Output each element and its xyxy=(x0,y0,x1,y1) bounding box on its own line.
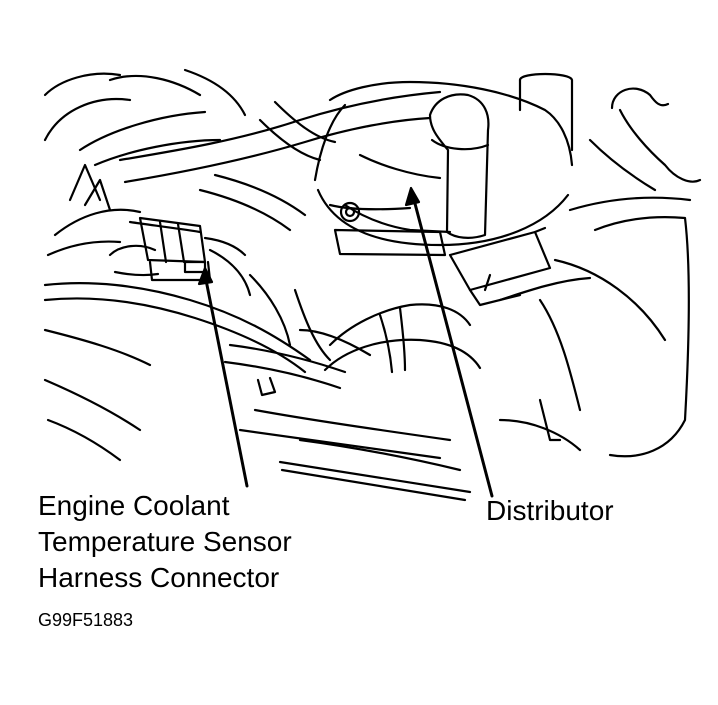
distributor-callout: Distributor xyxy=(486,495,614,526)
distributor-leader-line xyxy=(404,186,494,498)
upper-right-post xyxy=(518,72,574,152)
ect-callout-line-3: Harness Connector xyxy=(38,562,280,593)
distributor-body xyxy=(313,80,574,257)
distributor-outlet-tube xyxy=(428,93,490,239)
ect-connector-callout: Engine Coolant Temperature Sensor Harnes… xyxy=(38,488,292,596)
lower-hoses xyxy=(43,273,372,462)
figure-id: G99F51883 xyxy=(38,610,134,630)
right-connector xyxy=(448,226,592,307)
upper-left-hoses xyxy=(43,68,247,257)
wiring-harness xyxy=(118,90,442,232)
ect-callout-line-2: Temperature Sensor xyxy=(38,526,292,557)
lower-main-pipe xyxy=(223,303,582,472)
upper-right-clip xyxy=(588,87,702,192)
ect-callout-line-1: Engine Coolant xyxy=(38,490,230,521)
lower-right-engine xyxy=(538,196,692,458)
bottom-rails xyxy=(278,460,472,502)
ect-leader-line xyxy=(197,266,249,488)
ect-sensor-assembly xyxy=(108,216,252,297)
